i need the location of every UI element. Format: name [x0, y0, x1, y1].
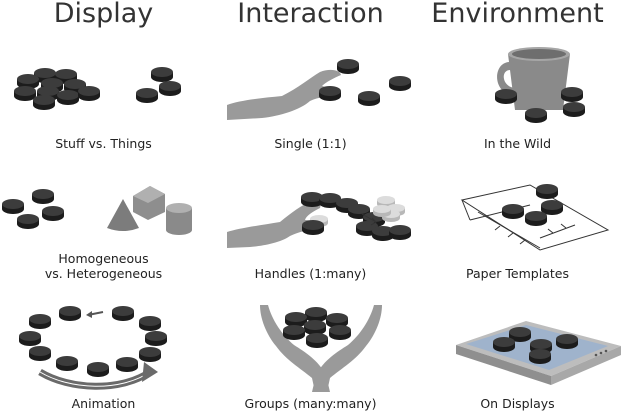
heterogeneous-shapes	[107, 186, 192, 235]
paper-template-icon	[460, 184, 610, 251]
caption-vs-heterogeneous: vs. Heterogeneous	[44, 266, 163, 281]
heading-environment: Environment	[431, 0, 604, 29]
caption-handles: Handles (1:many)	[254, 266, 367, 281]
groups-hands	[260, 305, 382, 392]
caption-in-the-wild: In the Wild	[483, 136, 552, 151]
homogeneous-tokens	[2, 189, 64, 229]
mug-icon	[495, 47, 585, 123]
caption-single: Single (1:1)	[274, 136, 347, 151]
animation-ring	[19, 306, 167, 390]
caption-homogeneous: Homogeneous	[58, 251, 149, 266]
caption-stuff-vs-things: Stuff vs. Things	[55, 136, 152, 151]
caption-paper-templates: Paper Templates	[466, 266, 569, 281]
heading-interaction: Interaction	[237, 0, 384, 29]
single-hand	[227, 59, 411, 120]
things-tokens	[136, 67, 181, 103]
handles-hand	[227, 192, 411, 248]
heading-display: Display	[53, 0, 154, 29]
stuff-pile	[14, 68, 100, 110]
caption-groups: Groups (many:many)	[244, 396, 377, 411]
display-tablet-icon	[456, 321, 621, 385]
caption-animation: Animation	[71, 396, 136, 411]
caption-on-displays: On Displays	[480, 396, 555, 411]
